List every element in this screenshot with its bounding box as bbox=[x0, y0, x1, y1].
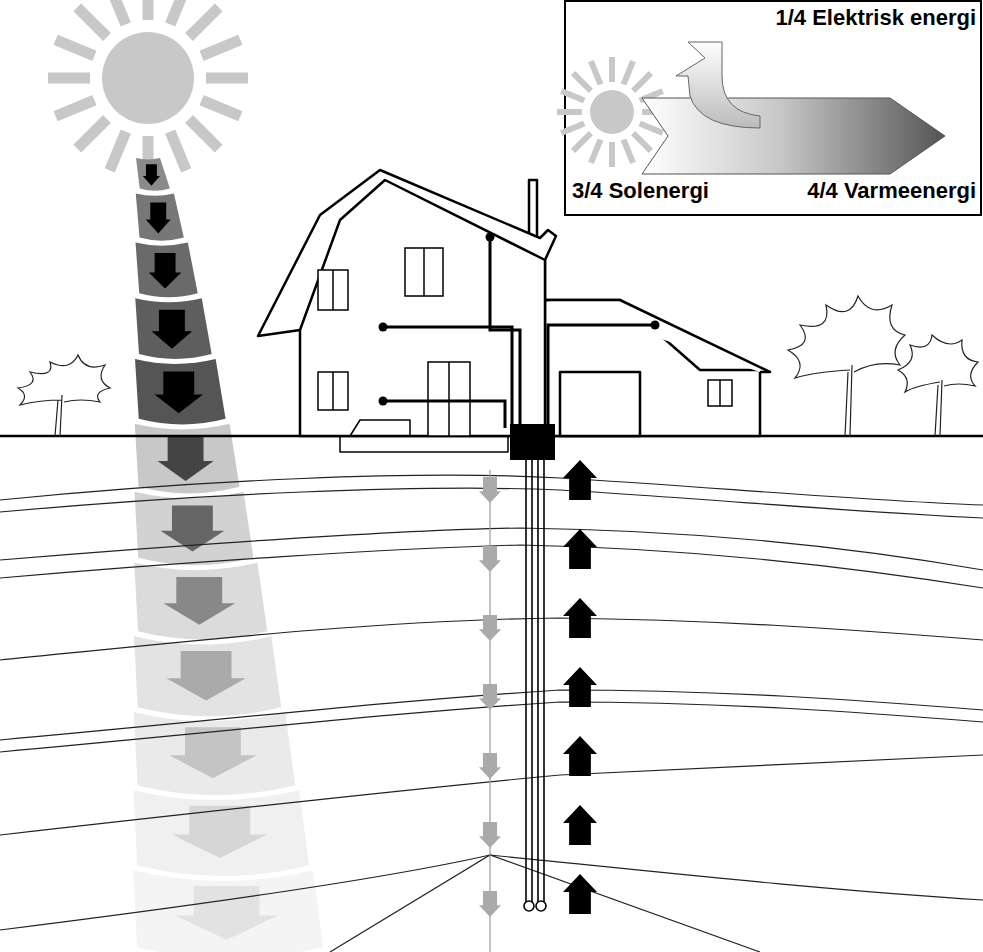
cold-arrow-down bbox=[479, 684, 501, 710]
sun bbox=[48, 0, 248, 178]
energy-label: 4/4 Varmeenergi bbox=[807, 179, 976, 203]
sun-ray bbox=[110, 132, 126, 171]
heat-arrow-up bbox=[563, 529, 597, 569]
cold-arrow-down bbox=[479, 891, 501, 917]
sun-ray bbox=[591, 140, 601, 163]
sun-disc bbox=[102, 32, 194, 124]
sun-disc bbox=[590, 90, 634, 134]
sun-ray bbox=[609, 57, 615, 82]
radiator-dots bbox=[379, 233, 660, 406]
sun-ray bbox=[143, 0, 154, 20]
borehole-axis bbox=[489, 470, 490, 952]
beam-segment bbox=[135, 298, 211, 359]
sun-ray bbox=[561, 91, 584, 101]
inset-frame bbox=[565, 1, 981, 215]
beam-segment bbox=[135, 492, 254, 565]
beam-arrow bbox=[166, 651, 245, 701]
heat-arrow-up bbox=[563, 874, 597, 914]
sun-ray bbox=[77, 119, 107, 149]
sun-ray bbox=[591, 61, 601, 84]
sun-ray bbox=[48, 73, 90, 84]
sun-ray bbox=[561, 123, 584, 133]
sun-ray bbox=[623, 61, 633, 84]
heat-pump-unit bbox=[510, 424, 555, 460]
sun-ray bbox=[633, 73, 651, 91]
beam-arrow bbox=[143, 164, 160, 185]
sun-ray bbox=[170, 132, 186, 171]
cold-arrow-down bbox=[479, 477, 501, 503]
heat-arrow-up bbox=[563, 598, 597, 638]
beam-arrow bbox=[175, 886, 278, 940]
energy-label: 1/4 Elektrisk energi bbox=[775, 6, 976, 30]
sun-ray bbox=[189, 7, 219, 37]
beam-arrow bbox=[152, 310, 192, 349]
house bbox=[258, 170, 770, 452]
beam-arrow bbox=[163, 577, 235, 625]
windows bbox=[318, 248, 732, 436]
ground-layers bbox=[0, 475, 983, 952]
sun-ray bbox=[77, 7, 107, 37]
heat-arrow-up bbox=[563, 736, 597, 776]
sun-ray bbox=[640, 123, 663, 133]
beam-arrow bbox=[158, 437, 214, 481]
sun-ray bbox=[170, 0, 186, 24]
sun-ray bbox=[202, 100, 241, 116]
energy-label: 3/4 Solenergi bbox=[572, 179, 709, 203]
cold-arrow-down bbox=[479, 753, 501, 779]
energy-legend-box: 1/4 Elektrisk energi 3/4 Solenergi 4/4 Var… bbox=[565, 1, 981, 215]
sun-ray bbox=[609, 142, 615, 167]
heating-pipes bbox=[383, 237, 655, 428]
sun-ray bbox=[633, 133, 651, 151]
heat-arrow-up bbox=[563, 667, 597, 707]
sun-ray bbox=[573, 133, 591, 151]
electric-input-arrow bbox=[676, 42, 760, 128]
cold-arrow-down bbox=[479, 546, 501, 572]
cold-arrow-down bbox=[479, 822, 501, 848]
borehole-pipes bbox=[524, 458, 546, 911]
sun-ray bbox=[206, 73, 248, 84]
beam-segment bbox=[134, 563, 267, 640]
beam-segment bbox=[136, 158, 170, 191]
sun-ray bbox=[557, 109, 582, 115]
inset-sun bbox=[557, 57, 667, 167]
beam-segment bbox=[136, 243, 198, 298]
beam-segment bbox=[135, 359, 226, 424]
sun-ray bbox=[573, 73, 591, 91]
beam-segment bbox=[133, 870, 323, 952]
sun-ray bbox=[623, 140, 633, 163]
ground-arrows bbox=[479, 460, 597, 917]
sun-ray bbox=[202, 40, 241, 56]
sun-ray bbox=[56, 40, 95, 56]
beam-arrow bbox=[155, 371, 203, 413]
beam-arrow bbox=[149, 253, 182, 289]
heat-arrow-up bbox=[563, 460, 597, 500]
sun-ray bbox=[110, 0, 126, 24]
beam-arrow bbox=[146, 203, 171, 234]
sun-ray bbox=[56, 100, 95, 116]
heat-arrow-up bbox=[563, 805, 597, 845]
cold-arrow-down bbox=[479, 615, 501, 641]
sun-ray bbox=[189, 119, 219, 149]
beam-segment bbox=[136, 194, 184, 241]
beam-segment bbox=[134, 636, 281, 716]
energy-flow-arrow bbox=[642, 98, 945, 174]
